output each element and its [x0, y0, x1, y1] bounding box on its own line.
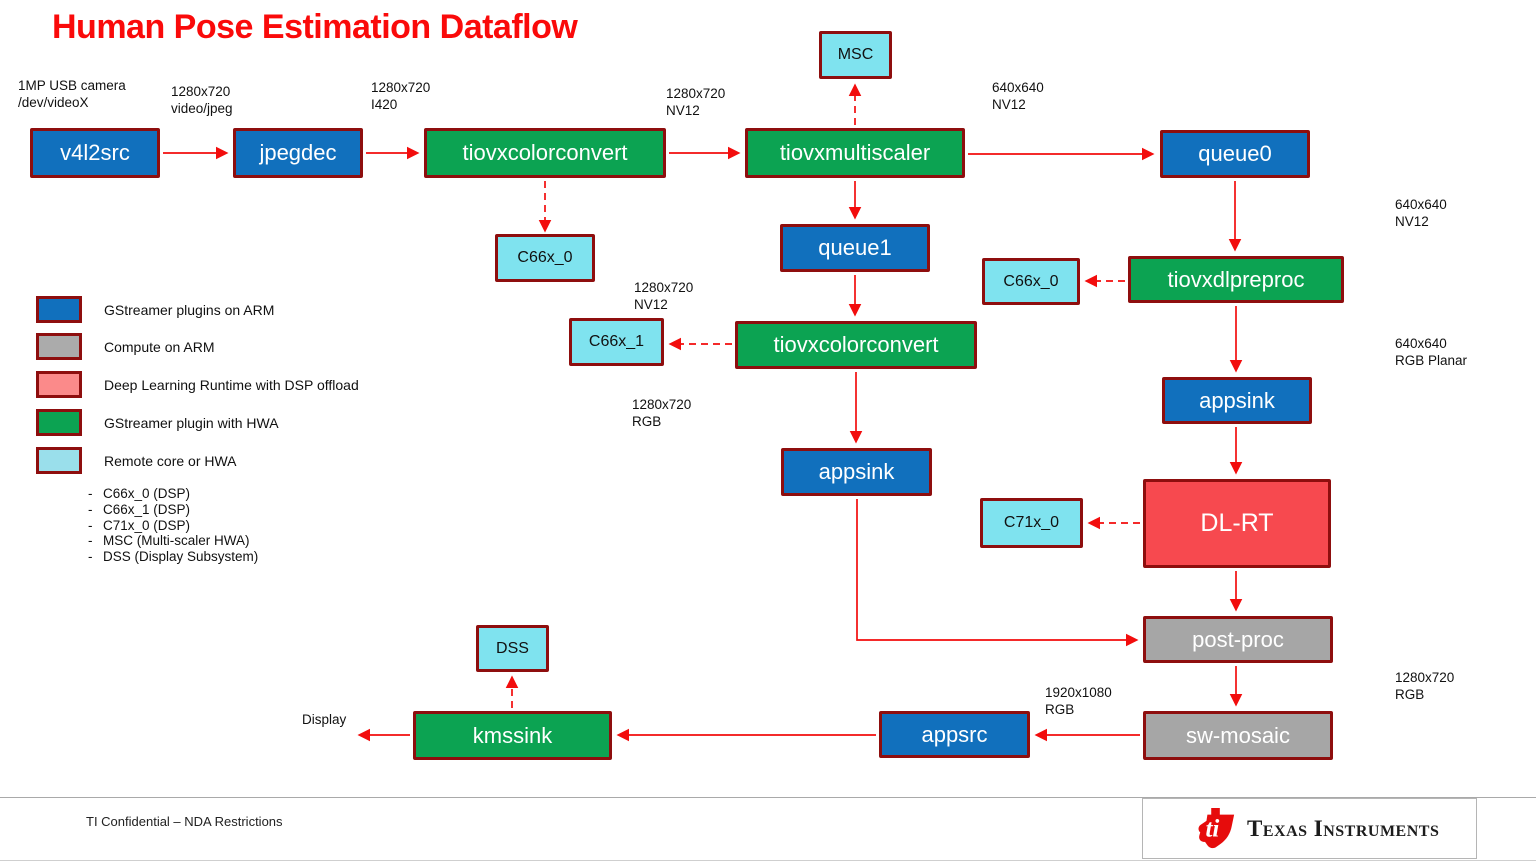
node-msc: MSC: [819, 31, 892, 79]
node-post-proc: post-proc: [1143, 616, 1333, 663]
ti-logo-icon: ti: [1198, 807, 1235, 848]
node-appsink-mid: appsink: [781, 448, 932, 496]
node-jpegdec: jpegdec: [233, 128, 363, 178]
legend-label: Deep Learning Runtime with DSP offload: [104, 376, 359, 393]
node-v4l2src: v4l2src: [30, 128, 160, 178]
legend-label: Remote core or HWA: [104, 452, 237, 469]
annotation-640-nv12-right: 640x640 NV12: [1395, 197, 1447, 229]
brand-name: Texas Instruments: [1247, 815, 1440, 841]
node-appsrc: appsrc: [879, 711, 1030, 758]
annotation-1920-rgb: 1920x1080 RGB: [1045, 685, 1112, 717]
legend-item-remote-core: Remote core or HWA: [36, 447, 237, 474]
node-c71x-0: C71x_0: [980, 498, 1083, 548]
legend-label: Compute on ARM: [104, 338, 215, 355]
annotation-640-nv12-top: 640x640 NV12: [992, 80, 1044, 112]
legend-item-compute-arm: Compute on ARM: [36, 333, 215, 360]
node-sw-mosaic: sw-mosaic: [1143, 711, 1333, 760]
node-appsink-right: appsink: [1162, 377, 1312, 424]
node-c66x-0-b: C66x_0: [982, 258, 1080, 305]
slide-bottom-edge: [0, 860, 1536, 861]
core-list-item: -C66x_0 (DSP): [88, 486, 191, 501]
node-dl-rt: DL-RT: [1143, 479, 1331, 568]
legend-item-gst-arm: GStreamer plugins on ARM: [36, 296, 274, 323]
annotation-display: Display: [302, 712, 347, 727]
legend-swatch-pink: [36, 371, 82, 398]
legend-swatch-green: [36, 409, 82, 436]
core-list: -C66x_0 (DSP) -C66x_1 (DSP) -C71x_0 (DSP…: [88, 486, 258, 565]
legend-swatch-cyan: [36, 447, 82, 474]
node-c66x-1: C66x_1: [569, 318, 664, 366]
annotation-i420: 1280x720 I420: [371, 80, 431, 112]
footer-divider: [0, 797, 1536, 798]
legend-swatch-blue: [36, 296, 82, 323]
core-list-item: -C66x_1 (DSP): [88, 501, 191, 517]
node-tiovxdlpreproc: tiovxdlpreproc: [1128, 256, 1344, 303]
node-queue0: queue0: [1160, 130, 1310, 178]
legend-item-dl-runtime: Deep Learning Runtime with DSP offload: [36, 371, 359, 398]
legend-swatch-gray: [36, 333, 82, 360]
annotation-rgb-mid: 1280x720 RGB: [632, 397, 692, 429]
annotation-nv12-mid: 1280x720 NV12: [634, 280, 694, 312]
ti-logo: ti Texas Instruments: [1142, 798, 1477, 859]
legend-label: GStreamer plugin with HWA: [104, 414, 279, 431]
legend-label: GStreamer plugins on ARM: [104, 301, 275, 318]
annotation-rgb-right: 1280x720 RGB: [1395, 670, 1455, 702]
core-list-item: -DSS (Display Subsystem): [88, 549, 259, 565]
annotation-video-jpeg: 1280x720 video/jpeg: [171, 84, 233, 116]
page-title: Human Pose Estimation Dataflow: [52, 8, 578, 46]
node-tiovxcolorconvert-2: tiovxcolorconvert: [735, 321, 977, 369]
node-dss: DSS: [476, 625, 549, 672]
annotation-camera: 1MP USB camera /dev/videoX: [18, 78, 126, 110]
annotation-rgb-planar: 640x640 RGB Planar: [1395, 336, 1468, 368]
svg-text:ti: ti: [1206, 815, 1220, 842]
node-kmssink: kmssink: [413, 711, 612, 760]
confidential-text: TI Confidential – NDA Restrictions: [86, 814, 283, 829]
node-tiovxcolorconvert-1: tiovxcolorconvert: [424, 128, 666, 178]
core-list-item: -MSC (Multi-scaler HWA): [88, 533, 250, 549]
node-c66x-0-a: C66x_0: [495, 234, 595, 282]
node-queue1: queue1: [780, 224, 930, 272]
annotation-nv12-top: 1280x720 NV12: [666, 86, 726, 118]
core-list-item: -C71x_0 (DSP): [88, 517, 191, 533]
legend-item-gst-hwa: GStreamer plugin with HWA: [36, 409, 279, 436]
node-tiovxmultiscaler: tiovxmultiscaler: [745, 128, 965, 178]
